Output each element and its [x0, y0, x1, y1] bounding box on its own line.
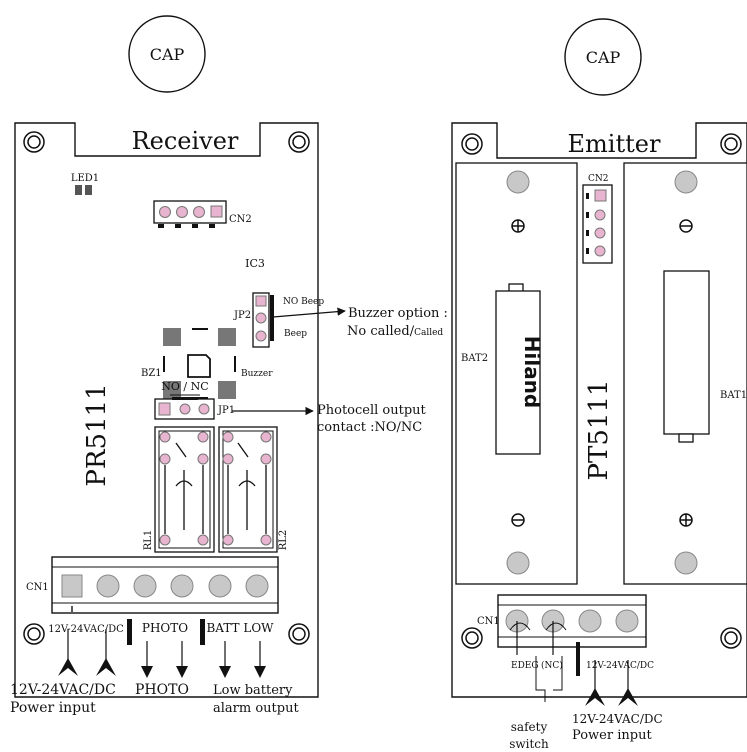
receiver-bottom-low-2: alarm output [213, 701, 299, 716]
emitter-battery-bat1 [663, 270, 710, 443]
receiver-cap-circle [128, 15, 206, 93]
emitter-cn2-label: CN2 [588, 174, 609, 184]
receiver-cap-label: CAP [150, 45, 185, 64]
receiver-jp1-jumper [154, 397, 215, 420]
receiver-cn1-label: CN1 [26, 582, 49, 593]
emitter-bat2-label: BAT2 [461, 353, 488, 364]
receiver-title: Receiver [132, 127, 239, 155]
receiver-buzzer-component [163, 328, 236, 399]
receiver-mount-hole-tl [23, 131, 45, 153]
emitter-cap-circle [564, 18, 642, 96]
receiver-model: PR5111 [82, 383, 112, 486]
receiver-ic-label: IC3 [245, 257, 265, 270]
receiver-bottom-photo: PHOTO [135, 682, 189, 698]
photocell-output-line1: Photocell output [317, 403, 427, 418]
receiver-cn2-header [153, 200, 227, 228]
emitter-power-arrows [585, 660, 638, 706]
receiver-rl2-label: RL2 [278, 530, 289, 551]
emitter-battery-brand: Hiland [520, 336, 544, 409]
receiver-mount-hole-tr [288, 131, 310, 153]
emitter-cn1-label: CN1 [477, 616, 500, 627]
emitter-bottom-power-1: 12V-24VAC/DC [572, 712, 663, 726]
receiver-jp1-label: JP1 [217, 405, 235, 416]
receiver-cn1-terminal-block [51, 556, 279, 614]
emitter-bottom-power-2: Power input [572, 728, 652, 743]
receiver-bottom-power-2: Power input [10, 700, 96, 716]
receiver-mount-hole-bl [23, 623, 45, 645]
receiver-relay-rl1 [154, 426, 215, 553]
emitter-mount-hole-br [720, 627, 742, 649]
emitter-terminal-power: 12V-24VAC/DC [586, 661, 654, 671]
emitter-safety-2: switch [509, 737, 549, 751]
emitter-safety-switch-wire [535, 656, 563, 702]
receiver-relay-rl2 [218, 426, 278, 553]
receiver-terminal-power: 12V-24VAC/DC [48, 624, 124, 635]
emitter-cap-label: CAP [586, 48, 621, 67]
emitter-safety-1: safety [511, 720, 548, 734]
receiver-terminal-batt: BATT LOW [206, 621, 274, 635]
receiver-no-beep-label: NO Beep [283, 297, 324, 307]
receiver-rl1-label: RL1 [143, 530, 154, 551]
emitter-bat1-label: BAT1 [720, 390, 747, 401]
receiver-beep-label: Beep [284, 329, 307, 339]
emitter-cn2-header [582, 184, 613, 264]
emitter-nc-label: (NC) [541, 660, 563, 671]
receiver-photo-arrows [141, 641, 188, 678]
receiver-board: CAP Receiver LED1 CN2 IC3 [10, 15, 448, 716]
receiver-bottom-power-1: 12V-24VAC/DC [10, 682, 116, 698]
emitter-mount-hole-bl [461, 627, 483, 649]
receiver-jp2-label: JP2 [233, 310, 251, 321]
emitter-battery-bat2: Hiland [495, 283, 544, 455]
receiver-cn2-label: CN2 [229, 214, 252, 225]
emitter-safety-wire [516, 621, 554, 655]
receiver-batt-arrows [219, 641, 266, 678]
photocell-output-line2: contact :NO/NC [317, 420, 422, 435]
receiver-led [75, 185, 82, 195]
emitter-cn1-terminal-block [497, 594, 647, 648]
receiver-buzzer-label: Buzzer [241, 369, 273, 379]
receiver-led-label: LED1 [71, 173, 99, 184]
receiver-mount-hole-br [288, 623, 310, 645]
buzzer-option-line2: No called/Called [347, 324, 443, 339]
receiver-power-arrows [58, 629, 116, 676]
receiver-jp2-jumper [252, 292, 274, 348]
buzzer-option-line1: Buzzer option : [348, 306, 448, 321]
emitter-mount-hole-tr [720, 133, 742, 155]
receiver-buzzer-pointer [272, 307, 346, 318]
emitter-battery-compartment-right [623, 162, 747, 585]
receiver-terminal-photo: PHOTO [142, 621, 188, 635]
emitter-title: Emitter [568, 130, 661, 158]
receiver-bz-label: BZ1 [141, 368, 162, 379]
emitter-model: PT5111 [584, 379, 614, 480]
emitter-edeg-label: EDEG [511, 661, 539, 671]
emitter-mount-hole-tl [461, 133, 483, 155]
receiver-no-nc-label: NO / NC [161, 380, 208, 393]
emitter-board: CAP Emitter Hiland BAT2 [451, 18, 747, 751]
receiver-bottom-low-1: Low battery [213, 683, 293, 698]
